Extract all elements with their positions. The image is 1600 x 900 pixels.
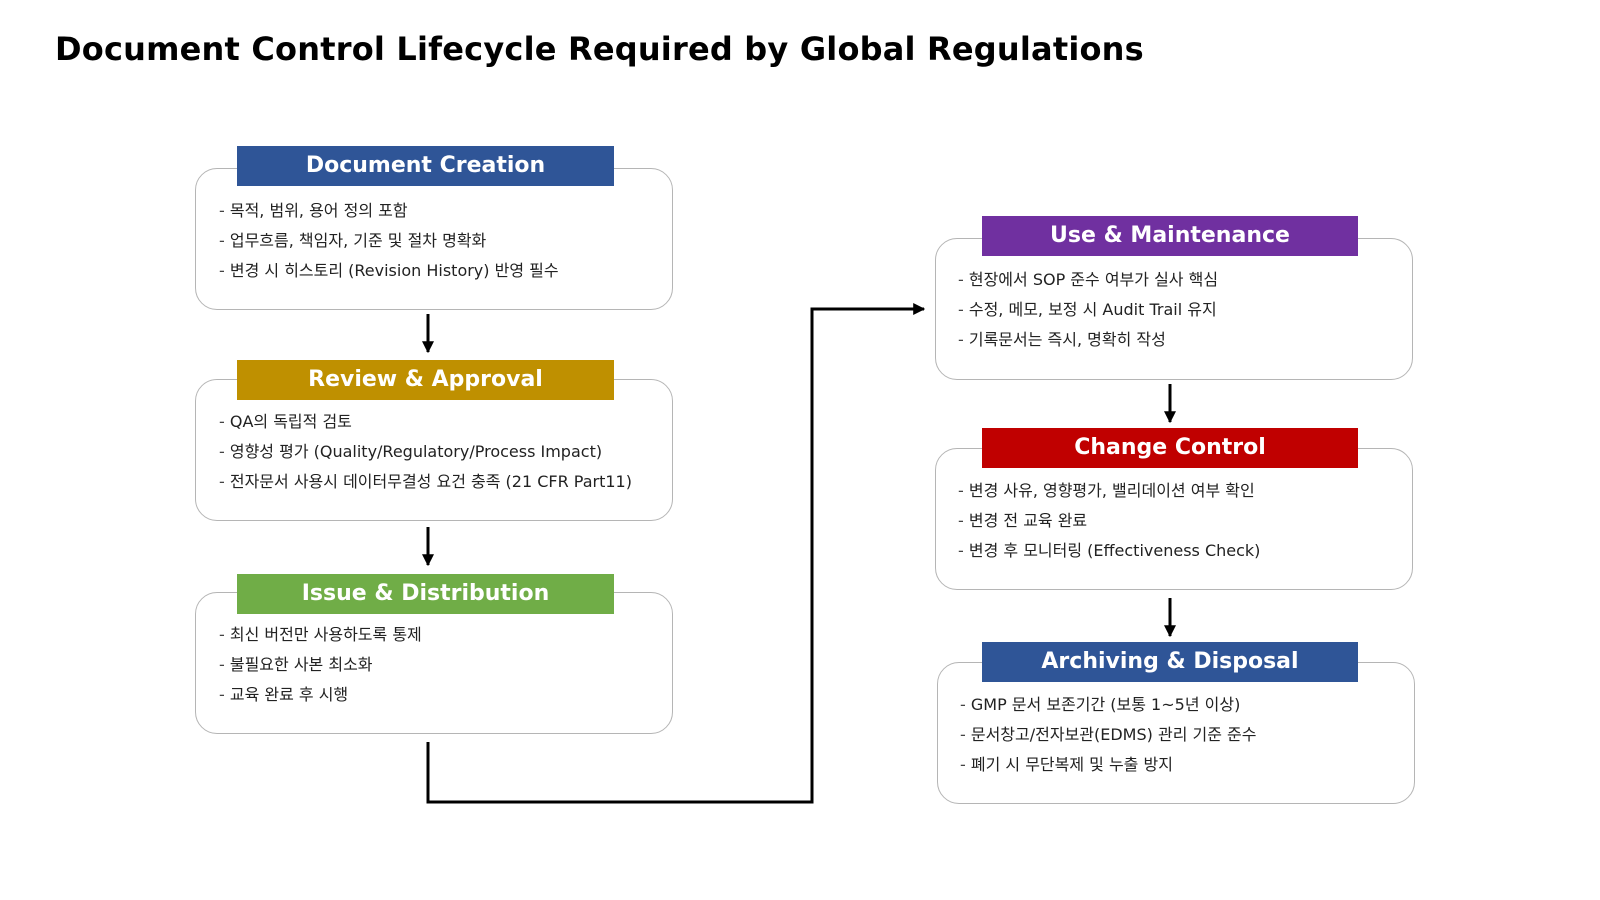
list-item: - 업무흐름, 책임자, 기준 및 절차 명확화 (219, 231, 487, 250)
stage-header-review-approval: Review & Approval (237, 360, 614, 400)
list-item: - 변경 시 히스토리 (Revision History) 반영 필수 (219, 261, 559, 280)
list-item: - QA의 독립적 검토 (219, 412, 352, 431)
stage-header-document-creation: Document Creation (237, 146, 614, 186)
stage-box-change-control (935, 448, 1413, 590)
list-item: - 기록문서는 즉시, 명확히 작성 (958, 330, 1166, 349)
stage-box-archiving-disposal (937, 662, 1415, 804)
list-item: - 영향성 평가 (Quality/Regulatory/Process Imp… (219, 442, 603, 461)
stage-header-archiving-disposal: Archiving & Disposal (982, 642, 1358, 682)
list-item: - 변경 전 교육 완료 (958, 511, 1088, 530)
list-item: - 최신 버전만 사용하도록 통제 (219, 625, 422, 644)
stage-header-issue-distribution: Issue & Distribution (237, 574, 614, 614)
list-item: - 변경 사유, 영향평가, 밸리데이션 여부 확인 (958, 481, 1255, 500)
stage-items-issue-distribution: - 최신 버전만 사용하도록 통제 - 불필요한 사본 최소화 - 교육 완료 … (219, 620, 422, 710)
list-item: - 목적, 범위, 용어 정의 포함 (219, 201, 408, 220)
stage-items-document-creation: - 목적, 범위, 용어 정의 포함 - 업무흐름, 책임자, 기준 및 절차 … (219, 196, 559, 286)
list-item: - 불필요한 사본 최소화 (219, 655, 373, 674)
stage-items-change-control: - 변경 사유, 영향평가, 밸리데이션 여부 확인 - 변경 전 교육 완료 … (958, 476, 1260, 566)
stage-box-use-maintenance (935, 238, 1413, 380)
list-item: - GMP 문서 보존기간 (보통 1~5년 이상) (960, 695, 1241, 714)
list-item: - 변경 후 모니터링 (Effectiveness Check) (958, 541, 1261, 560)
page-title: Document Control Lifecycle Required by G… (55, 30, 1144, 68)
list-item: - 문서창고/전자보관(EDMS) 관리 기준 준수 (960, 725, 1257, 744)
stage-box-issue-distribution (195, 592, 673, 734)
stage-items-use-maintenance: - 현장에서 SOP 준수 여부가 실사 핵심 - 수정, 메모, 보정 시 A… (958, 265, 1218, 355)
list-item: - 폐기 시 무단복제 및 누출 방지 (960, 755, 1173, 774)
list-item: - 현장에서 SOP 준수 여부가 실사 핵심 (958, 270, 1219, 289)
stage-items-archiving-disposal: - GMP 문서 보존기간 (보통 1~5년 이상) - 문서창고/전자보관(E… (960, 690, 1256, 780)
stage-header-change-control: Change Control (982, 428, 1358, 468)
list-item: - 수정, 메모, 보정 시 Audit Trail 유지 (958, 300, 1217, 319)
list-item: - 전자문서 사용시 데이터무결성 요건 충족 (21 CFR Part11) (219, 472, 632, 491)
stage-box-document-creation (195, 168, 673, 310)
stage-items-review-approval: - QA의 독립적 검토 - 영향성 평가 (Quality/Regulator… (219, 407, 632, 497)
list-item: - 교육 완료 후 시행 (219, 685, 349, 704)
stage-header-use-maintenance: Use & Maintenance (982, 216, 1358, 256)
